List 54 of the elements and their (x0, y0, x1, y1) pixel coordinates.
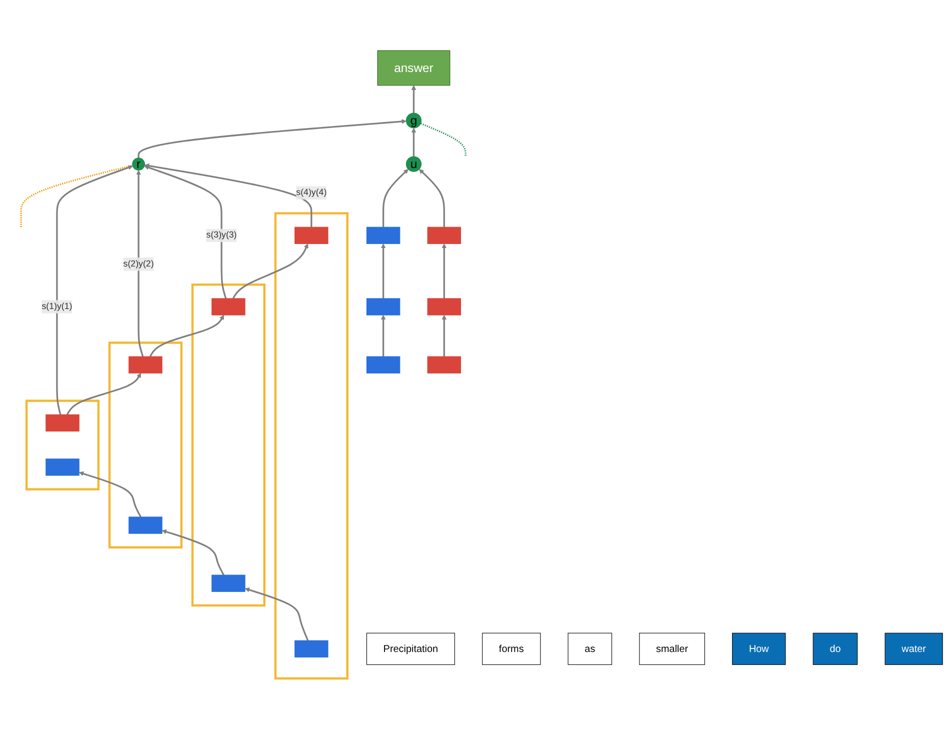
node-box: Precipitation (366, 632, 455, 665)
arrow (442, 244, 447, 298)
node-bar (427, 226, 462, 244)
connector (420, 122, 466, 156)
edge-label: s(2)y(2) (123, 259, 154, 269)
arrow (411, 128, 416, 157)
node-bar (366, 356, 400, 374)
arrow (162, 529, 224, 576)
cluster (191, 284, 266, 607)
node-bar (294, 226, 328, 244)
node-bar (427, 298, 462, 316)
cluster (274, 212, 348, 680)
node-box: do (812, 632, 858, 665)
node-circle: r (132, 158, 145, 171)
node-box: smaller (639, 632, 705, 665)
arrow (56, 165, 133, 415)
node-box: as (568, 632, 612, 665)
node-bar (366, 298, 400, 316)
node-bar (46, 458, 80, 476)
arrow (411, 85, 416, 114)
arrow (78, 471, 142, 518)
node-box: forms (482, 632, 541, 665)
node-bar (128, 516, 162, 534)
node-bar (427, 356, 462, 374)
node-box: answer (377, 50, 450, 86)
arrow (418, 169, 445, 228)
arrow (136, 170, 144, 357)
node-circle: g (406, 112, 422, 128)
node-bar (128, 356, 162, 374)
node-circle: u (406, 156, 422, 172)
arrow (442, 314, 447, 357)
node-box: water (884, 632, 943, 665)
edge-label: s(4)y(4) (296, 188, 327, 198)
arrow (138, 119, 406, 158)
edge-label: s(1)y(1) (42, 302, 72, 312)
arrow (232, 244, 308, 299)
arrow (380, 244, 386, 298)
node-bar (212, 298, 246, 316)
arrow (382, 169, 408, 228)
edge-label: s(3)y(3) (206, 230, 237, 240)
arrow (66, 372, 142, 416)
connector (20, 164, 133, 228)
node-bar (366, 226, 400, 244)
arrow (144, 163, 312, 228)
node-bar (46, 414, 80, 432)
arrow (380, 314, 386, 357)
node-bar (212, 574, 246, 592)
cluster (108, 342, 183, 548)
arrow (144, 165, 227, 299)
node-bar (294, 640, 328, 658)
cluster (25, 400, 100, 490)
node-box: How (732, 632, 786, 665)
arrow (244, 588, 309, 641)
arrow (149, 314, 224, 357)
